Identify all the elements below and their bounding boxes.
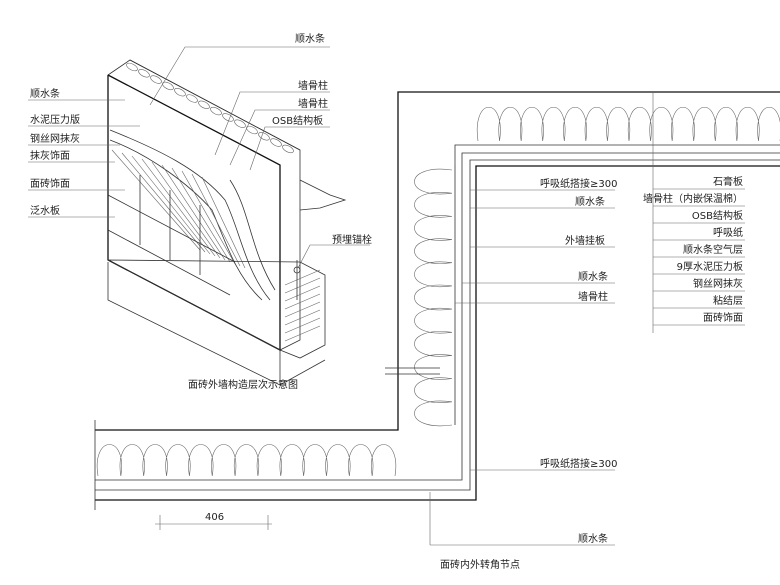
plan-callouts: 呼吸纸搭接≥300 顺水条 外墙挂板 顺水条 墙骨柱 bbox=[540, 177, 617, 303]
iso-left-labels: 顺水条 水泥压力版 钢丝网抹灰 抹灰饰面 面砖饰面 泛水板 bbox=[30, 87, 80, 217]
wood-grain-line bbox=[284, 309, 321, 326]
layer-item: 9厚水泥压力板 bbox=[677, 260, 743, 273]
layer-item: OSB结构板 bbox=[692, 209, 743, 222]
wood-grain-line bbox=[284, 285, 321, 302]
wire-mesh-line bbox=[151, 161, 221, 259]
layer-list: 石膏板 墙骨柱（内嵌保温棉） OSB结构板 呼吸纸 顺水条空气层 9厚水泥压力板… bbox=[643, 175, 743, 324]
wood-grain-line bbox=[284, 269, 321, 286]
label-flashing: 泛水板 bbox=[30, 204, 60, 217]
wood-grain-line bbox=[284, 325, 321, 342]
iso-caption: 面砖外墙构造层次示意图 bbox=[188, 378, 298, 391]
label-plaster-finish: 抹灰饰面 bbox=[30, 149, 70, 162]
wire-mesh-line bbox=[141, 158, 216, 257]
callout-breather-overlap: 呼吸纸搭接≥300 bbox=[540, 177, 617, 190]
label-furring-strip: 顺水条 bbox=[30, 87, 60, 100]
callout-furring-strip-2: 顺水条 bbox=[578, 270, 608, 283]
insulation-pattern bbox=[174, 88, 186, 97]
iso-wall-drawing bbox=[28, 46, 370, 386]
wire-mesh-line bbox=[201, 176, 246, 269]
wood-grain-line bbox=[284, 301, 321, 318]
callout-stud: 墙骨柱 bbox=[578, 290, 608, 303]
layer-item: 面砖饰面 bbox=[703, 311, 743, 324]
wire-mesh-line bbox=[181, 170, 236, 265]
insulation-pattern bbox=[126, 62, 138, 72]
insulation-pattern bbox=[476, 106, 780, 142]
insulation-pattern bbox=[222, 113, 234, 122]
plan-caption: 面砖内外转角节点 bbox=[440, 558, 520, 571]
insulation-pattern bbox=[414, 168, 453, 427]
bottom-callout-breather-overlap: 呼吸纸搭接≥300 bbox=[540, 457, 617, 470]
insulation-pattern bbox=[150, 75, 162, 84]
wood-grain-line bbox=[284, 277, 321, 294]
wire-mesh-line bbox=[111, 149, 201, 251]
insulation-pattern bbox=[270, 138, 282, 147]
layer-item: 墙骨柱（内嵌保温棉） bbox=[643, 192, 743, 205]
callout-furring-strip: 顺水条 bbox=[575, 195, 605, 208]
layer-item: 石膏板 bbox=[713, 175, 743, 188]
layer-item: 顺水条空气层 bbox=[683, 243, 743, 256]
bottom-callout-furring-strip: 顺水条 bbox=[578, 532, 608, 545]
insulation-pattern bbox=[138, 69, 150, 78]
insulation-pattern bbox=[246, 125, 258, 135]
insulation-pattern bbox=[282, 144, 294, 154]
plan-section-drawing bbox=[94, 91, 780, 546]
layer-item: 呼吸纸 bbox=[713, 226, 743, 239]
label-anchor-bolt: 预埋锚栓 bbox=[332, 233, 372, 246]
insulation-pattern bbox=[96, 444, 397, 477]
insulation-pattern bbox=[162, 81, 174, 91]
insulation-pattern bbox=[186, 94, 198, 103]
insulation-pattern bbox=[198, 100, 210, 109]
layer-item: 粘结层 bbox=[713, 294, 743, 307]
layer-item: 钢丝网抹灰 bbox=[693, 277, 743, 290]
label-stud-1: 墙骨柱 bbox=[298, 79, 328, 92]
label-osb: OSB结构板 bbox=[272, 114, 323, 127]
label-tile-finish: 面砖饰面 bbox=[30, 177, 70, 190]
insulation-pattern bbox=[210, 106, 222, 116]
label-wire-mesh-plaster: 钢丝网抹灰 bbox=[30, 132, 80, 145]
wire-mesh-line bbox=[131, 155, 211, 255]
label-cement-board: 水泥压力版 bbox=[30, 113, 80, 126]
wood-grain-line bbox=[284, 317, 321, 334]
dimension-label: 406 bbox=[205, 512, 224, 523]
wire-mesh-line bbox=[191, 173, 241, 267]
callout-cladding: 外墙挂板 bbox=[565, 234, 605, 247]
wire-mesh-line bbox=[121, 152, 206, 253]
wire-mesh-line bbox=[161, 164, 226, 261]
wire-mesh-line bbox=[171, 167, 231, 263]
insulation-pattern bbox=[258, 132, 270, 141]
wood-grain-line bbox=[284, 293, 321, 310]
label-top-furring-strip: 顺水条 bbox=[295, 32, 325, 45]
label-stud-2: 墙骨柱 bbox=[298, 97, 328, 110]
insulation-pattern bbox=[234, 119, 246, 128]
